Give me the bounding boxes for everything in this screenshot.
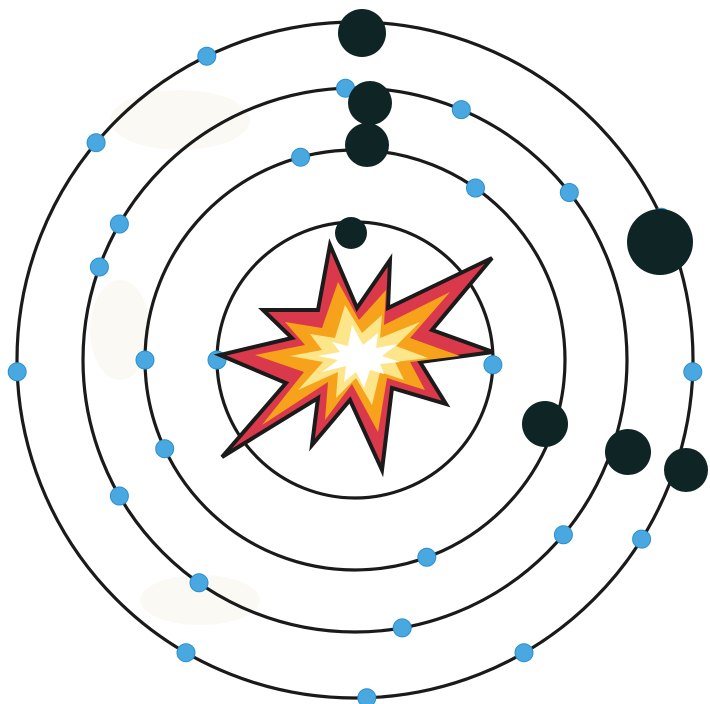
- ejected-particle-8: [664, 448, 708, 492]
- ejected-particles: [335, 9, 708, 492]
- electron-8: [156, 440, 174, 458]
- electron-20: [177, 644, 195, 662]
- ejected-particle-3: [345, 123, 389, 167]
- electron-14: [110, 215, 128, 233]
- ejected-particle-2: [348, 81, 392, 125]
- electron-3: [292, 148, 310, 166]
- ejected-particle-7: [605, 429, 651, 475]
- ejected-particle-4: [335, 217, 367, 249]
- electron-25: [515, 644, 533, 662]
- electron-16: [554, 526, 572, 544]
- electron-9: [90, 258, 108, 276]
- electron-6: [418, 548, 436, 566]
- electron-23: [198, 47, 216, 65]
- electron-19: [358, 689, 376, 704]
- electron-13: [110, 487, 128, 505]
- explosion-burst-icon: [220, 245, 493, 470]
- ejected-particle-6: [522, 401, 568, 447]
- electron-24: [633, 530, 651, 548]
- electron-12: [190, 574, 208, 592]
- electron-11: [560, 184, 578, 202]
- electron-7: [136, 351, 154, 369]
- electron-22: [87, 134, 105, 152]
- electron-4: [467, 179, 485, 197]
- electron-10: [452, 101, 470, 119]
- electron-26: [684, 363, 702, 381]
- ejected-particle-5: [627, 209, 693, 275]
- electron-21: [8, 363, 26, 381]
- electron-2: [484, 356, 502, 374]
- electron-17: [393, 619, 411, 637]
- ejected-particle-1: [338, 9, 386, 57]
